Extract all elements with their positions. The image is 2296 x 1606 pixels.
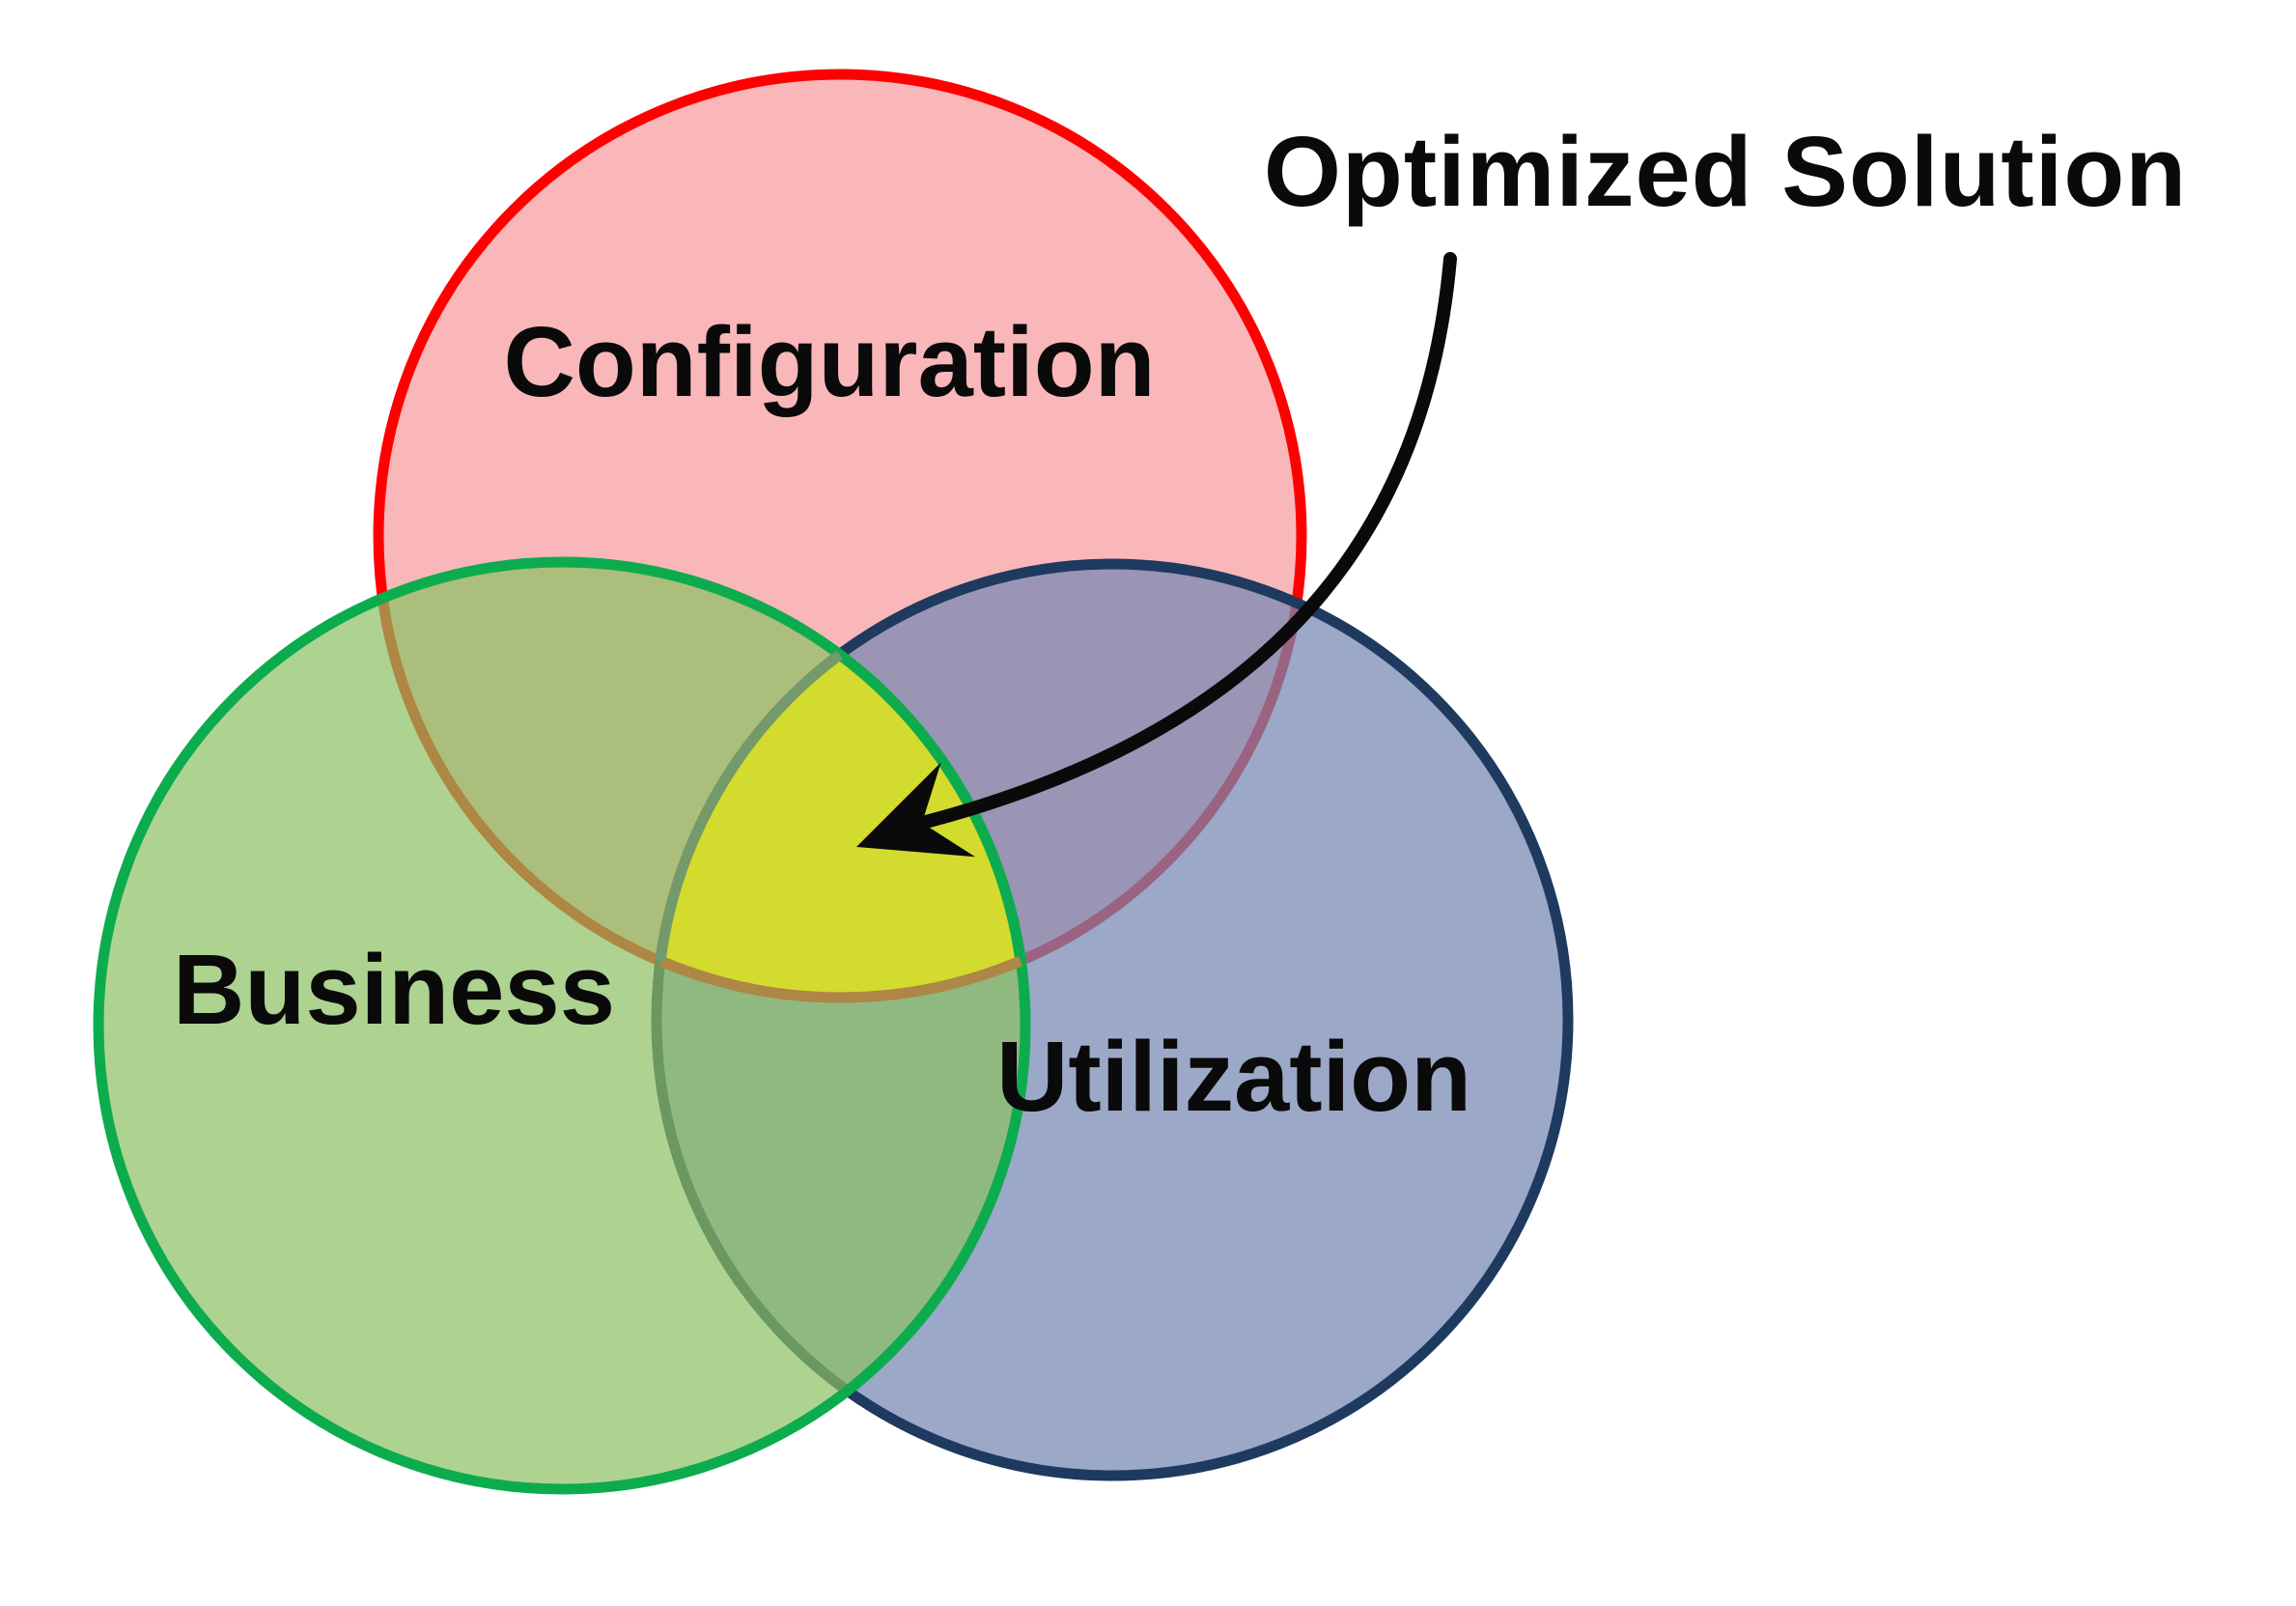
- annotation-arrow: [915, 252, 1457, 830]
- annotation-arrow-head-icon: [856, 762, 975, 858]
- center-edge-business-arc: [836, 650, 1026, 962]
- label-configuration: Configuration: [503, 306, 1155, 417]
- center-edge-utilization-arc: [655, 650, 843, 962]
- center-edge-configuration-arc: [658, 955, 1023, 1003]
- label-utilization: Utilization: [996, 1021, 1471, 1132]
- label-business: Business: [173, 934, 615, 1045]
- center-intersection-region: [660, 655, 1021, 998]
- label-optimized-solution: Optimized Solution: [1264, 116, 2187, 227]
